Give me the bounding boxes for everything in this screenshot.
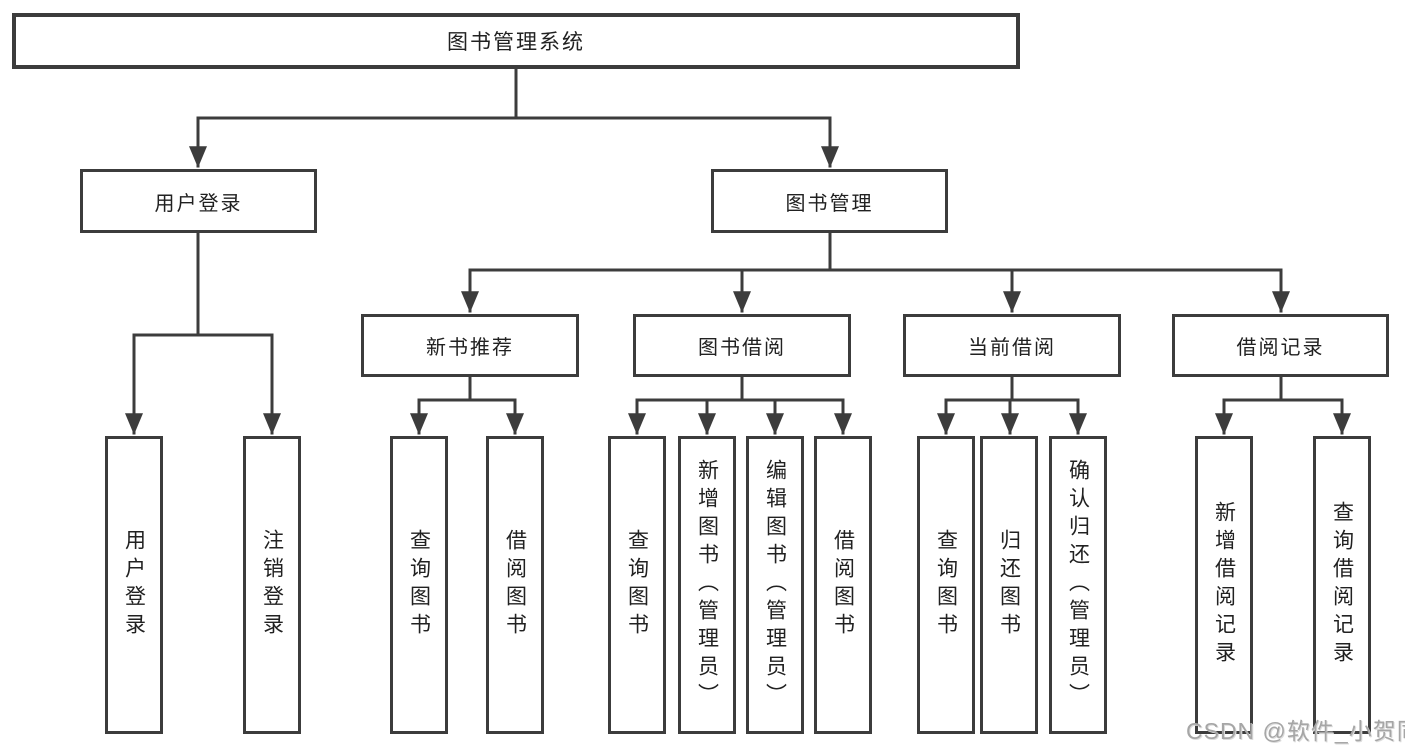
leaf-add-borrow-record-label: 新增借阅记录 — [1212, 501, 1236, 669]
leaf-query-books-current: 查询图书 — [917, 436, 975, 734]
leaf-user-login: 用户登录 — [105, 436, 163, 734]
node-book-borrow: 图书借阅 — [633, 314, 851, 377]
leaf-query-books-current-label: 查询图书 — [934, 529, 958, 641]
connector-book-borrow — [628, 375, 852, 435]
leaf-add-book-admin: 新增图书（管理员） — [678, 436, 736, 734]
connector-current-borrow — [937, 375, 1087, 435]
node-root-label: 图书管理系统 — [447, 31, 585, 54]
leaf-logout-label: 注销登录 — [260, 529, 284, 641]
leaf-borrow-books-recommend-label: 借阅图书 — [503, 529, 527, 641]
node-book-management-label: 图书管理 — [785, 192, 874, 215]
node-root: 图书管理系统 — [12, 13, 1020, 69]
leaf-borrow-books-label: 借阅图书 — [831, 529, 855, 641]
leaf-edit-book-admin: 编辑图书（管理员） — [746, 436, 804, 734]
leaf-logout: 注销登录 — [243, 436, 301, 734]
node-book-borrow-label: 图书借阅 — [698, 337, 786, 359]
leaf-confirm-return-admin-label: 确认归还（管理员） — [1066, 459, 1090, 711]
connector-book-management — [461, 231, 1290, 313]
leaf-confirm-return-admin: 确认归还（管理员） — [1049, 436, 1107, 734]
node-user-login: 用户登录 — [80, 169, 317, 233]
leaf-add-borrow-record: 新增借阅记录 — [1195, 436, 1253, 734]
leaf-borrow-books-recommend: 借阅图书 — [486, 436, 544, 734]
connector-borrow-records — [1215, 375, 1351, 435]
leaf-query-books-recommend: 查询图书 — [390, 436, 448, 734]
node-current-borrow-label: 当前借阅 — [968, 337, 1056, 359]
connector-root — [189, 67, 839, 168]
leaf-query-books-borrow-label: 查询图书 — [625, 529, 649, 641]
leaf-query-books-borrow: 查询图书 — [608, 436, 666, 734]
leaf-query-borrow-record: 查询借阅记录 — [1313, 436, 1371, 734]
node-current-borrow: 当前借阅 — [903, 314, 1121, 377]
connector-user-login — [125, 231, 281, 435]
connector-new-book-recommend — [410, 375, 524, 435]
leaf-add-book-admin-label: 新增图书（管理员） — [695, 459, 719, 711]
node-new-book-recommend: 新书推荐 — [361, 314, 579, 377]
leaf-borrow-books: 借阅图书 — [814, 436, 872, 734]
csdn-watermark: CSDN @软件_小贺同学 — [1186, 718, 1405, 744]
leaf-return-books: 归还图书 — [980, 436, 1038, 734]
leaf-query-books-recommend-label: 查询图书 — [407, 529, 431, 641]
node-user-login-label: 用户登录 — [154, 192, 243, 215]
leaf-return-books-label: 归还图书 — [997, 529, 1021, 641]
leaf-user-login-label: 用户登录 — [122, 529, 146, 641]
node-borrow-records: 借阅记录 — [1172, 314, 1389, 377]
leaf-query-borrow-record-label: 查询借阅记录 — [1330, 501, 1354, 669]
node-new-book-recommend-label: 新书推荐 — [426, 337, 514, 359]
node-borrow-records-label: 借阅记录 — [1236, 337, 1325, 359]
leaf-edit-book-admin-label: 编辑图书（管理员） — [763, 459, 787, 711]
node-book-management: 图书管理 — [711, 169, 948, 233]
